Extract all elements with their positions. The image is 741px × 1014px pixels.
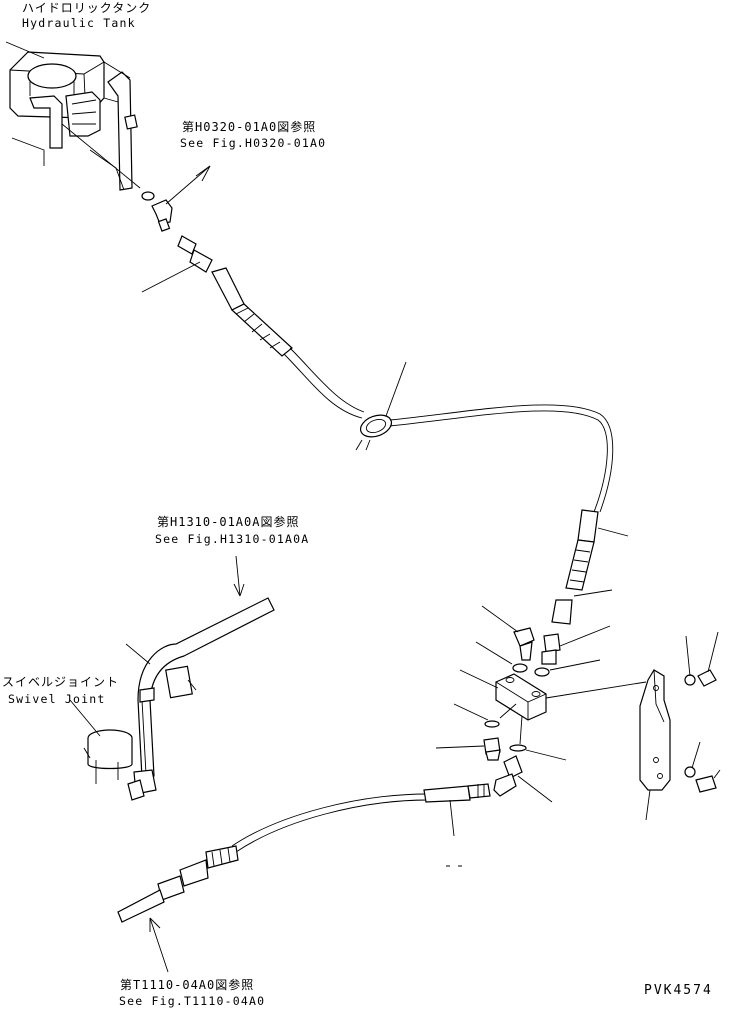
upper-hose (211, 267, 365, 419)
right-fittings (475, 605, 611, 677)
long-hose (389, 404, 614, 513)
ref-h1310-label-en: See Fig.H1310-01A0A (155, 532, 309, 546)
mounting-bracket (639, 631, 721, 821)
swivel-joint (69, 699, 133, 784)
junction-block (453, 669, 647, 761)
swivel-elbow-pipe (125, 555, 275, 801)
top-elbow-fitting (141, 165, 211, 232)
ref-h0320-label-jp: 第H0320-01A0図参照 (182, 119, 316, 134)
drawing-code: PVK4574 (644, 983, 713, 998)
hydraulic-tank-label-jp: ハイドロリックタンク (22, 1, 151, 15)
upper-adapter (141, 235, 213, 293)
hydraulic-tank-label-en: Hydraulic Tank (22, 16, 136, 30)
ref-h0320-label-en: See Fig.H0320-01A0 (180, 136, 326, 150)
hydraulic-tank (5, 41, 141, 191)
swivel-joint-label-en: Swivel Joint (8, 692, 105, 706)
right-hose (551, 509, 629, 625)
lower-hose (117, 783, 491, 973)
hose-clamp (355, 361, 407, 451)
swivel-joint-label-jp: スイベルジョイント (2, 675, 119, 689)
ref-h1310-label-jp: 第H1310-01A0A図参照 (157, 514, 299, 529)
ref-t1110-label-en: See Fig.T1110-04A0 (119, 994, 265, 1008)
lower-fittings (435, 737, 553, 803)
ref-t1110-label-jp: 第T1110-04A0図参照 (120, 977, 254, 992)
